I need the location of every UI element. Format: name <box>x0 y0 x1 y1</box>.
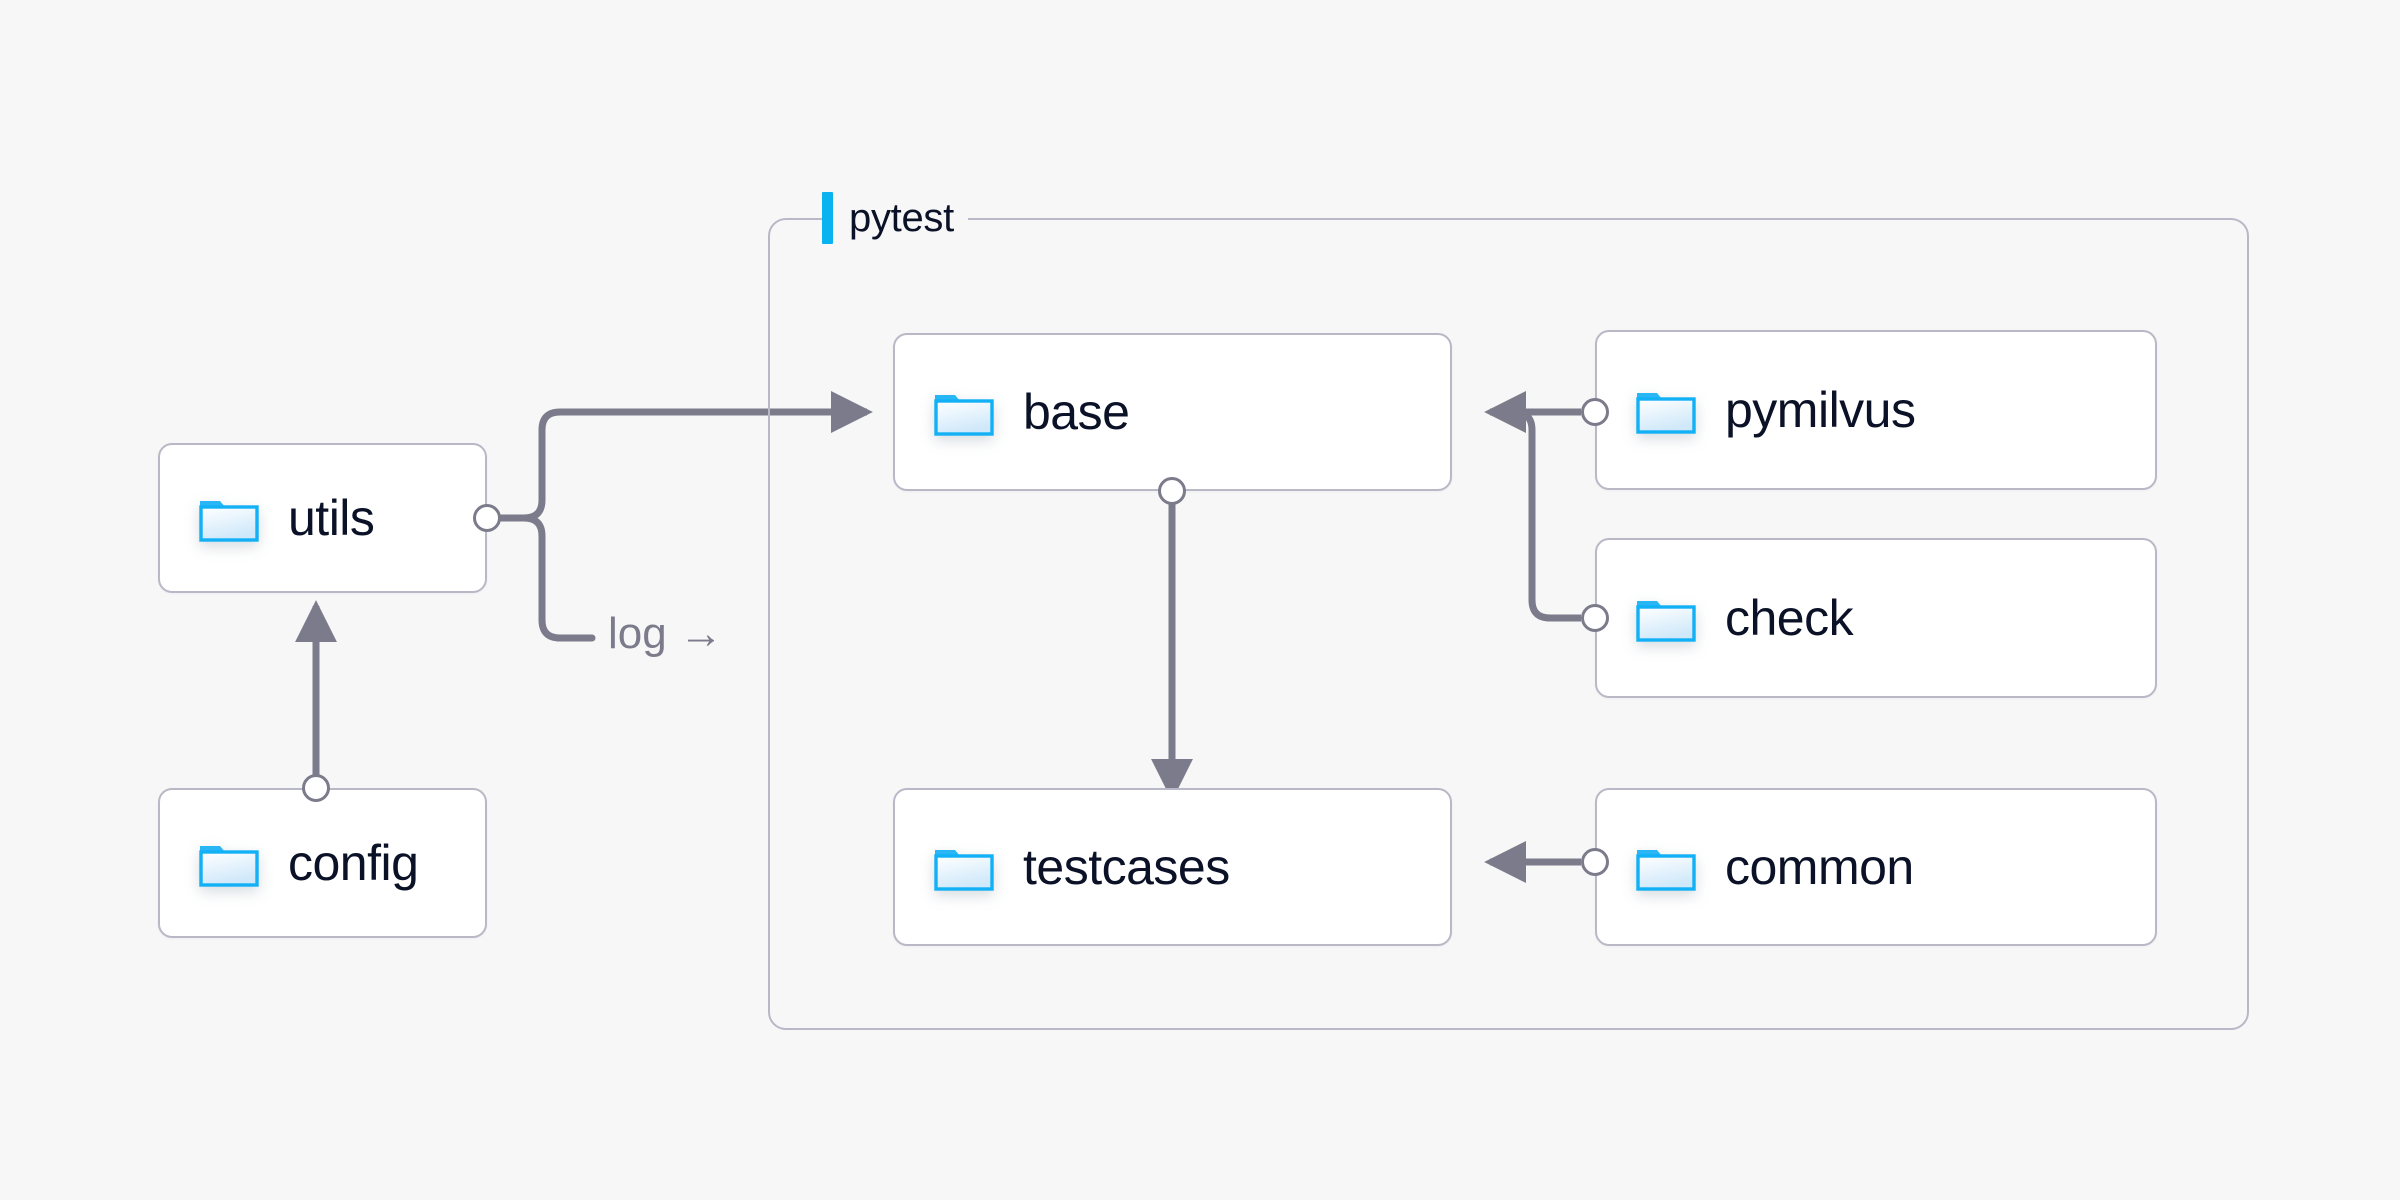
folder-icon <box>1636 601 1696 642</box>
group-container-pytest <box>768 218 2249 1030</box>
port-common-left <box>1581 848 1609 876</box>
node-base[interactable]: base <box>893 333 1452 491</box>
port-utils-right <box>473 504 501 532</box>
node-common[interactable]: common <box>1595 788 2157 946</box>
port-config-top <box>302 774 330 802</box>
edge-utils-log-branch <box>483 514 596 642</box>
folder-icon <box>934 850 994 891</box>
folder-icon <box>199 846 259 887</box>
node-label: testcases <box>1023 839 1230 895</box>
node-utils[interactable]: utils <box>158 443 487 593</box>
group-label-pytest: pytest <box>822 190 968 246</box>
node-label: check <box>1725 590 1854 646</box>
folder-icon <box>199 501 259 542</box>
node-testcases[interactable]: testcases <box>893 788 1452 946</box>
node-label: pymilvus <box>1725 382 1916 438</box>
node-config[interactable]: config <box>158 788 487 938</box>
edge-label-log: log → <box>608 609 723 658</box>
port-base-bottom <box>1158 477 1186 505</box>
folder-icon <box>1636 393 1696 434</box>
node-label: common <box>1725 839 1914 895</box>
node-check[interactable]: check <box>1595 538 2157 698</box>
node-label: utils <box>288 490 375 546</box>
node-label: base <box>1023 384 1130 440</box>
group-accent-bar <box>822 192 833 244</box>
node-label: config <box>288 835 419 891</box>
group-title: pytest <box>849 196 954 240</box>
folder-icon <box>1636 850 1696 891</box>
port-check-left <box>1581 604 1609 632</box>
port-pymilvus-left <box>1581 398 1609 426</box>
folder-icon <box>934 395 994 436</box>
node-pymilvus[interactable]: pymilvus <box>1595 330 2157 490</box>
